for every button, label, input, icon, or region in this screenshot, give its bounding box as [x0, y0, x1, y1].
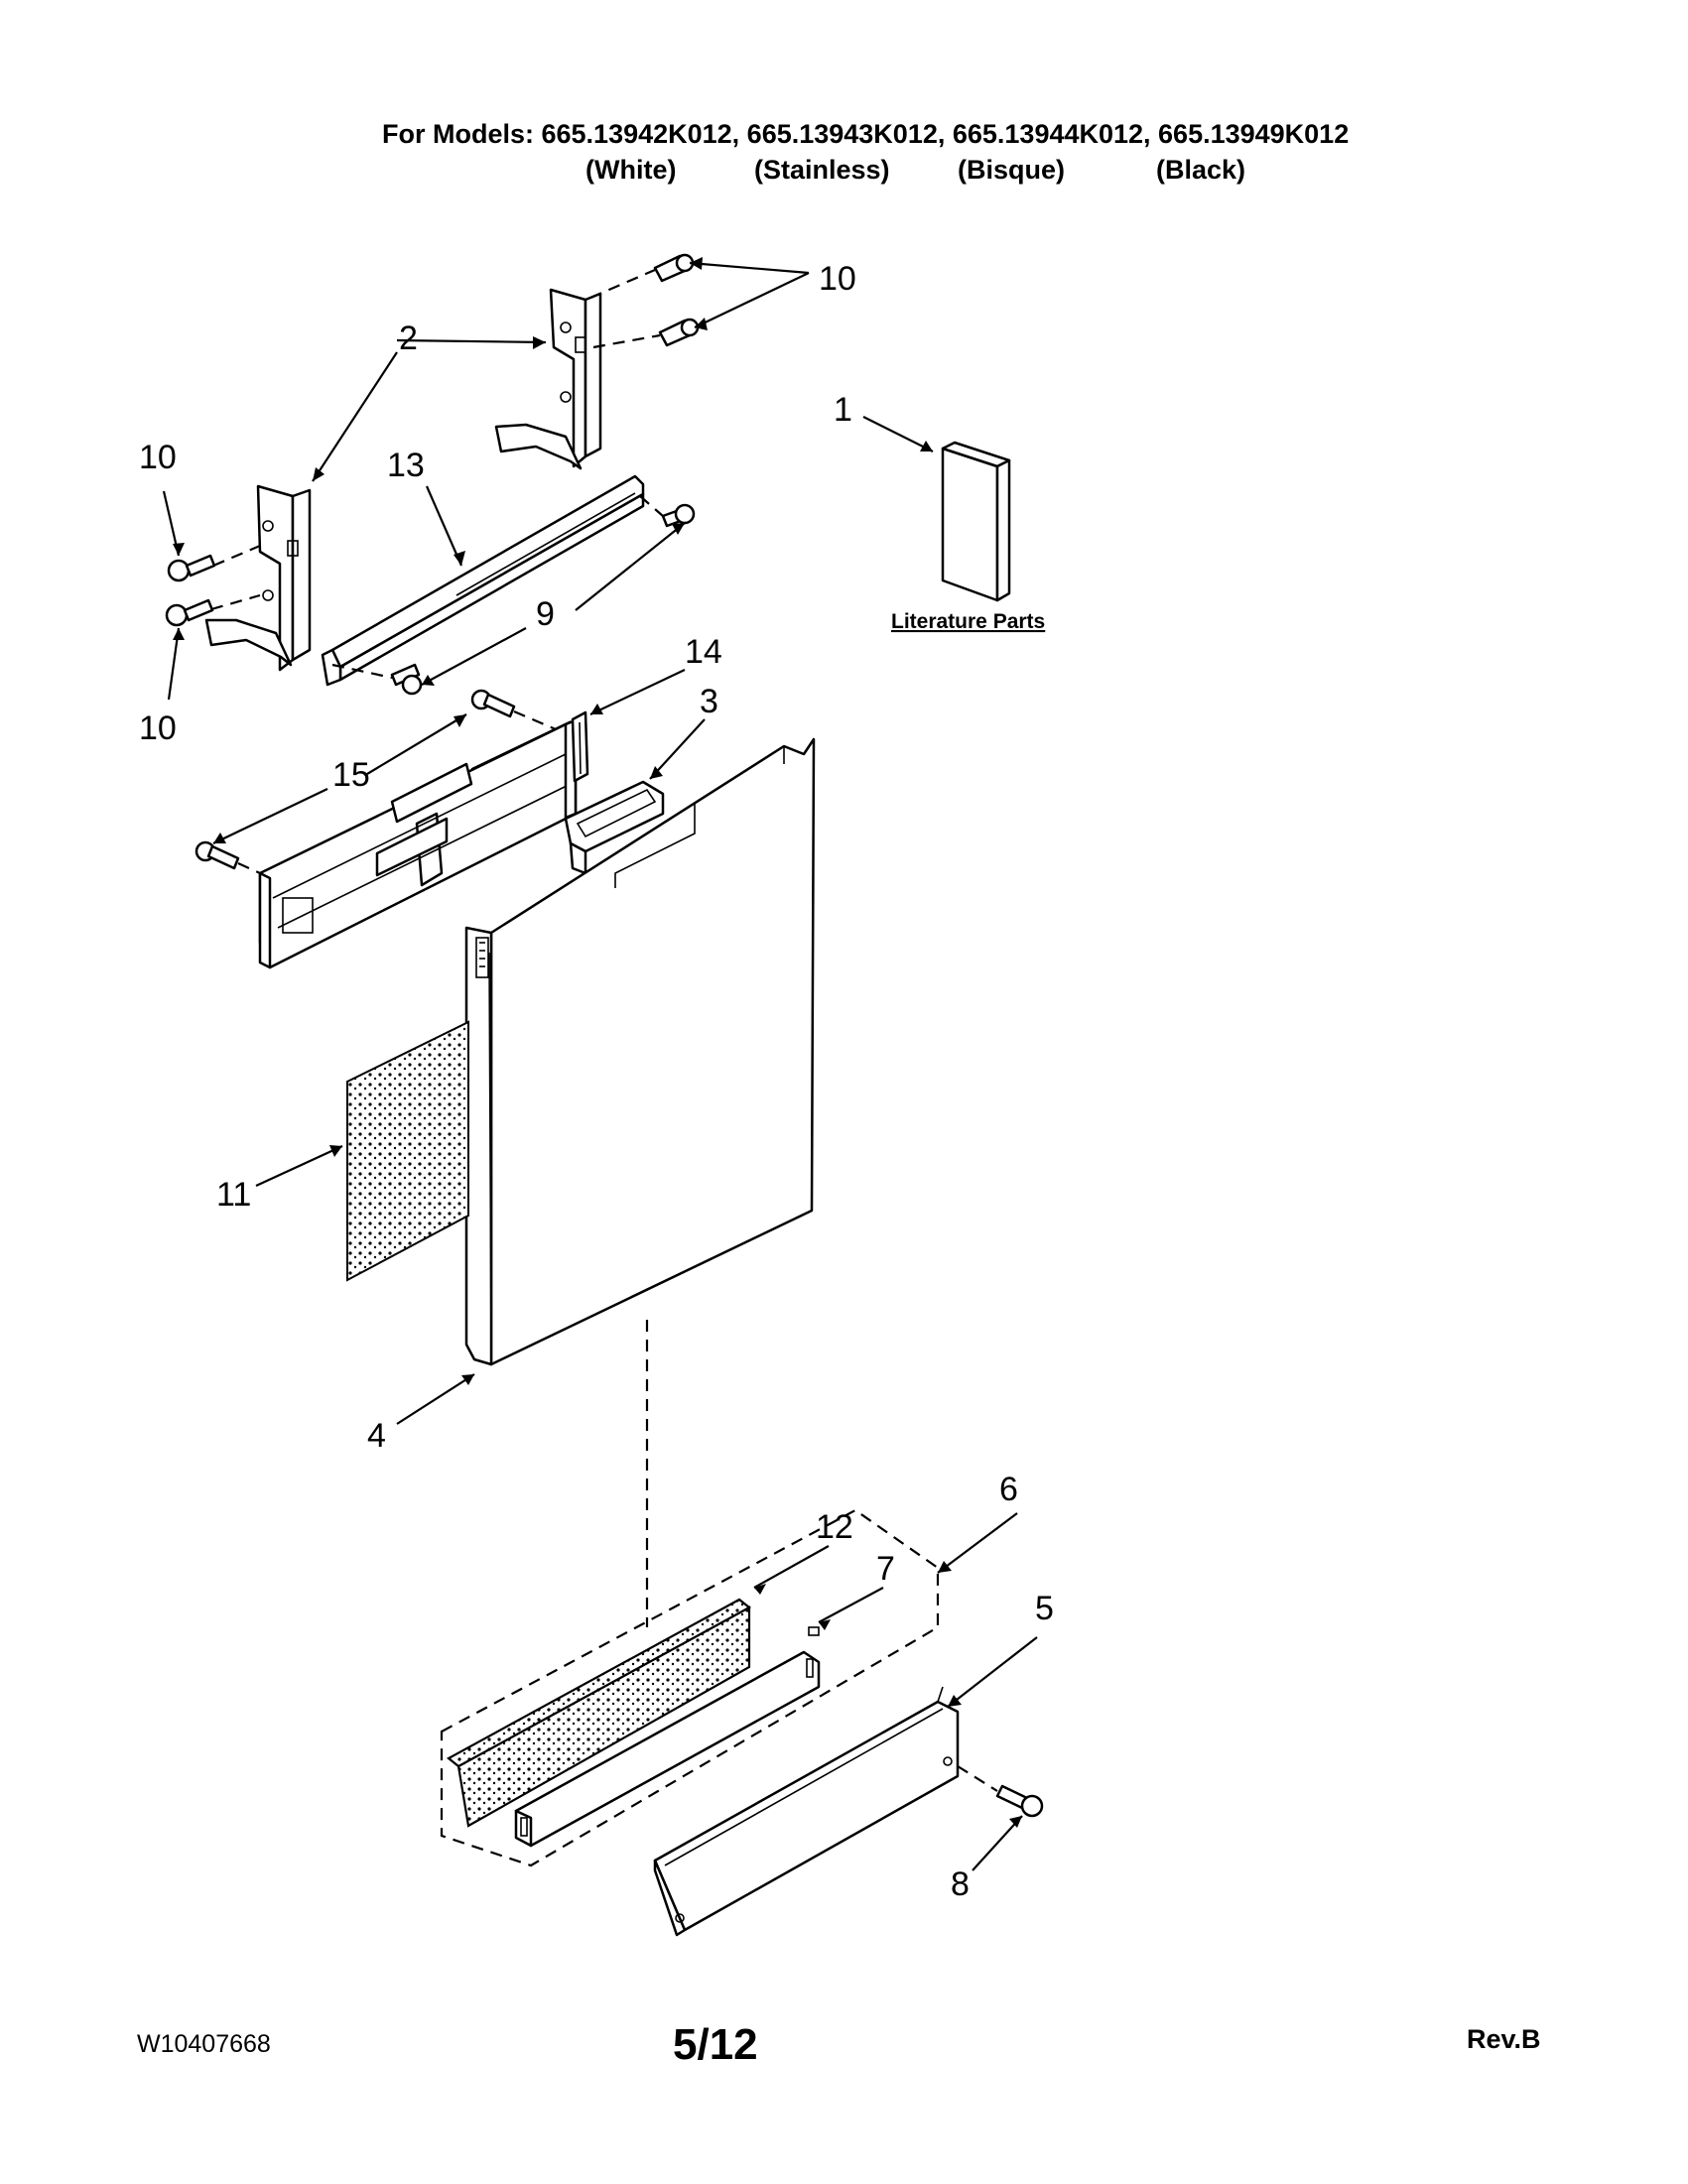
part-14-latch-plate [571, 710, 589, 783]
part-12-foam [447, 1598, 751, 1828]
callout-8: 8 [951, 1865, 970, 1903]
color-label-stainless: (Stainless) [754, 155, 890, 185]
part-7-toe-strip [514, 1626, 821, 1848]
revision-label: Rev.B [1467, 2024, 1541, 2054]
screw-9-right [661, 503, 696, 528]
screw-10-left-b [165, 598, 214, 627]
leader-arrows [162, 257, 1038, 1871]
color-label-bisque: (Bisque) [958, 155, 1065, 185]
screw-8 [995, 1784, 1044, 1818]
part-1-literature [941, 441, 1011, 602]
part-2-left-bracket [204, 484, 312, 672]
part-13-strip [321, 474, 645, 687]
callout-3: 3 [700, 683, 718, 720]
screw-10-top-b [658, 318, 700, 347]
part-6-kit-outline [440, 1508, 940, 1867]
callout-10-left-lower: 10 [139, 709, 177, 747]
screw-15-upper [470, 689, 516, 718]
part-3-handle [564, 780, 665, 875]
color-label-white: (White) [585, 155, 677, 185]
document-number: W10407668 [137, 2030, 271, 2058]
part-5-kick-plate [653, 1686, 960, 1937]
screw-10-left-a [167, 554, 216, 582]
literature-parts-label: Literature Parts [891, 610, 1045, 633]
callout-13: 13 [387, 447, 425, 484]
callout-14: 14 [685, 633, 722, 671]
screw-15-lower [195, 840, 240, 870]
models-header: For Models: 665.13942K012, 665.13943K012… [382, 119, 1350, 149]
callout-9: 9 [536, 595, 555, 633]
page-number: 5/12 [673, 2020, 758, 2069]
callout-10-top: 10 [819, 260, 856, 298]
screw-9-left [390, 663, 423, 696]
callout-15: 15 [332, 756, 370, 794]
callout-5: 5 [1035, 1590, 1054, 1627]
callout-7: 7 [876, 1550, 895, 1588]
color-label-black: (Black) [1156, 155, 1246, 185]
callout-10-left-upper: 10 [139, 439, 177, 476]
callout-1: 1 [834, 391, 852, 429]
part-15-console [258, 718, 578, 969]
screw-10-top-a [653, 253, 695, 283]
callout-11: 11 [216, 1176, 251, 1214]
callout-12: 12 [816, 1508, 853, 1546]
callout-4: 4 [367, 1417, 386, 1455]
part-2-right-bracket [494, 288, 602, 470]
part-11-insulation [346, 1020, 469, 1282]
callout-6: 6 [999, 1471, 1018, 1508]
callout-2: 2 [399, 320, 418, 357]
part-4-door-panel [464, 737, 816, 1366]
